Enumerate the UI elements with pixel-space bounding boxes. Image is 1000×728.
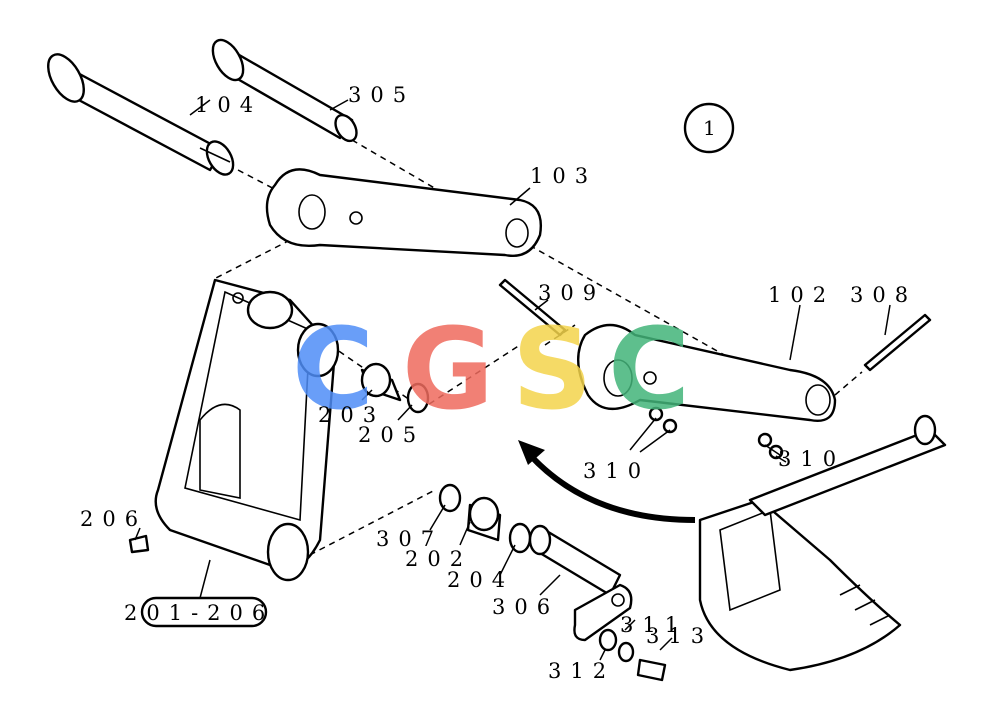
- label-308: 308: [850, 283, 917, 307]
- callout-number: 1: [703, 116, 716, 140]
- bushing-203: [360, 362, 402, 402]
- link-102: [576, 323, 837, 422]
- bolt-308: [863, 313, 932, 372]
- bushing-202: [466, 496, 502, 542]
- link-103: [265, 168, 542, 257]
- frame-assembly: [154, 278, 340, 582]
- watermark-letter-3: S: [512, 305, 593, 435]
- ring-205: [406, 382, 430, 414]
- pin-104: [47, 53, 235, 176]
- bolt-309: [498, 278, 567, 337]
- pin-306: [528, 524, 633, 642]
- label-range-201-206: 201-206: [124, 601, 274, 625]
- label-313: 313: [646, 624, 713, 648]
- washer-311: [598, 628, 618, 652]
- label-104: 104: [195, 93, 262, 117]
- label-203: 203: [318, 403, 385, 427]
- label-103: 103: [530, 164, 597, 188]
- bucket-assembly-inset: [698, 414, 947, 672]
- watermark-letter-1: C: [292, 305, 374, 435]
- watermark-letter-4: C: [608, 305, 690, 435]
- range-label-box: [140, 596, 268, 628]
- label-102: 102: [768, 283, 835, 307]
- label-311: 311: [620, 613, 687, 637]
- label-202: 202: [405, 547, 472, 571]
- fitting-206: [128, 534, 150, 554]
- callout-circle: [683, 102, 735, 154]
- watermark: C G S C: [292, 305, 690, 435]
- label-305: 305: [348, 83, 415, 107]
- label-309: 309: [538, 281, 605, 305]
- curved-arrow: [518, 440, 696, 523]
- pin-305: [211, 38, 358, 143]
- label-205: 205: [358, 423, 425, 447]
- washer-312: [617, 641, 635, 663]
- label-204: 204: [447, 568, 514, 592]
- label-310-right: 310: [778, 447, 845, 471]
- label-307: 307: [376, 527, 443, 551]
- label-310-left: 310: [583, 459, 650, 483]
- label-312: 312: [548, 659, 615, 683]
- nuts-310-left: [648, 406, 678, 434]
- leader-lines: [134, 99, 891, 661]
- label-206: 206: [80, 507, 147, 531]
- label-306: 306: [492, 595, 559, 619]
- bolt-313: [636, 658, 667, 682]
- ring-307: [438, 483, 462, 513]
- watermark-letter-2: G: [402, 305, 494, 435]
